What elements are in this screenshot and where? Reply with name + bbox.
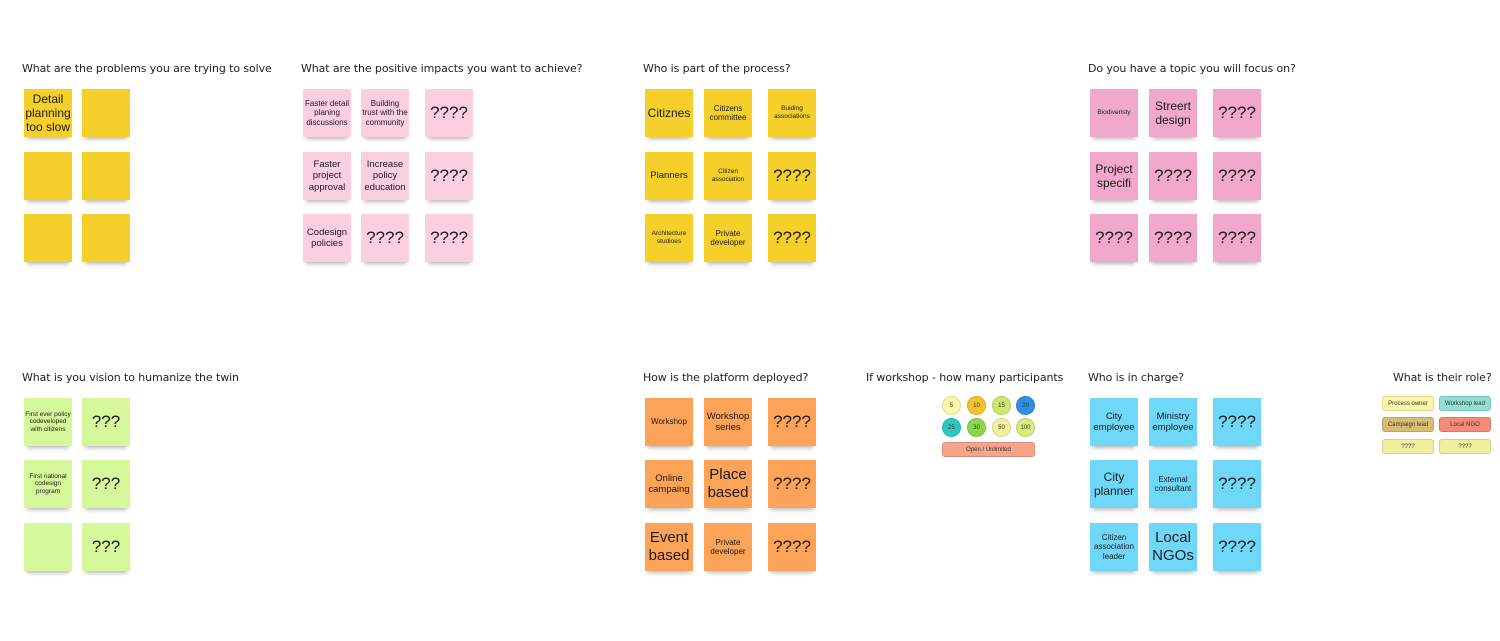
frame-title-topic: Do you have a topic you will focus on? <box>1088 62 1296 75</box>
participants-option[interactable]: 5 <box>942 396 961 415</box>
sticky-note[interactable]: ???? <box>768 214 816 262</box>
sticky-note[interactable]: ???? <box>1090 214 1138 262</box>
sticky-note[interactable]: ???? <box>1213 214 1261 262</box>
sticky-note[interactable]: Buiding associations <box>768 89 816 137</box>
sticky-note[interactable]: Faster project approval <box>303 152 351 200</box>
frame-title-deployed: How is the platform deployed? <box>643 371 809 384</box>
sticky-note[interactable]: Streert design <box>1149 89 1197 137</box>
role-tag[interactable]: Process owner <box>1382 396 1434 411</box>
participants-option[interactable]: 15 <box>992 396 1011 415</box>
role-tag[interactable]: ???? <box>1439 439 1491 454</box>
sticky-note[interactable]: ???? <box>425 89 473 137</box>
sticky-note[interactable]: Architecture studioes <box>645 214 693 262</box>
sticky-note[interactable]: Workshop series <box>704 398 752 446</box>
sticky-note[interactable]: First national codesign program <box>24 460 72 508</box>
frame-title-impacts: What are the positive impacts you want t… <box>301 62 583 75</box>
frame-title-role: What is their role? <box>1393 371 1492 384</box>
sticky-note[interactable]: Private developer <box>704 214 752 262</box>
sticky-note[interactable]: ???? <box>768 152 816 200</box>
role-tag[interactable]: Campaign lead <box>1382 417 1434 432</box>
sticky-note[interactable]: ???? <box>1213 523 1261 571</box>
sticky-note[interactable]: ???? <box>425 214 473 262</box>
sticky-note[interactable]: External consultant <box>1149 460 1197 508</box>
frame-title-vision: What is you vision to humanize the twin <box>22 371 239 384</box>
sticky-note[interactable]: ???? <box>1213 460 1261 508</box>
sticky-note[interactable]: Biodiveristy <box>1090 89 1138 137</box>
sticky-note[interactable]: ???? <box>1149 214 1197 262</box>
sticky-note[interactable]: Ministry employee <box>1149 398 1197 446</box>
sticky-note[interactable]: ???? <box>1213 152 1261 200</box>
frame-title-charge: Who is in charge? <box>1088 371 1184 384</box>
participants-option[interactable]: 25 <box>942 418 961 437</box>
sticky-note[interactable]: ???? <box>425 152 473 200</box>
sticky-note[interactable]: Private developer <box>704 523 752 571</box>
sticky-note[interactable]: ???? <box>1213 398 1261 446</box>
frame-title-problems: What are the problems you are trying to … <box>22 62 272 75</box>
sticky-note[interactable]: ???? <box>768 398 816 446</box>
role-tag[interactable]: ???? <box>1382 439 1434 454</box>
role-tag[interactable]: Workshop lead <box>1439 396 1491 411</box>
sticky-note[interactable] <box>24 214 72 262</box>
sticky-note[interactable]: Faster detail planing discussions <box>303 89 351 137</box>
participants-option[interactable]: 30 <box>967 418 986 437</box>
sticky-note[interactable]: ??? <box>82 460 130 508</box>
sticky-note[interactable] <box>82 152 130 200</box>
sticky-note[interactable]: Local NGOs <box>1149 523 1197 571</box>
sticky-note[interactable] <box>24 152 72 200</box>
role-tag[interactable]: Local NGO <box>1439 417 1491 432</box>
sticky-note[interactable]: Online campaing <box>645 460 693 508</box>
sticky-note[interactable]: Place based <box>704 460 752 508</box>
sticky-note[interactable]: ???? <box>1149 152 1197 200</box>
participants-open-option[interactable]: Open / Unlimited <box>942 442 1035 457</box>
sticky-note[interactable]: Detail planning too slow <box>24 89 72 137</box>
participants-option[interactable]: 50 <box>992 418 1011 437</box>
participants-option[interactable]: 10 <box>967 396 986 415</box>
sticky-note[interactable]: ??? <box>82 523 130 571</box>
frame-title-process: Who is part of the process? <box>643 62 791 75</box>
sticky-note[interactable]: Increase policy education <box>361 152 409 200</box>
sticky-note[interactable] <box>82 89 130 137</box>
sticky-note[interactable]: Citizens committee <box>704 89 752 137</box>
sticky-note[interactable]: ???? <box>361 214 409 262</box>
sticky-note[interactable]: Citiznes <box>645 89 693 137</box>
sticky-note[interactable]: Workshop <box>645 398 693 446</box>
sticky-note[interactable]: Event based <box>645 523 693 571</box>
sticky-note[interactable]: ???? <box>768 523 816 571</box>
participants-option[interactable]: 20 <box>1016 396 1035 415</box>
sticky-note[interactable]: ???? <box>768 460 816 508</box>
sticky-note[interactable]: ???? <box>1213 89 1261 137</box>
sticky-note[interactable]: Citizen association leader <box>1090 523 1138 571</box>
sticky-note[interactable]: Citizen association <box>704 152 752 200</box>
sticky-note[interactable] <box>82 214 130 262</box>
participants-option[interactable]: 100 <box>1016 418 1035 437</box>
sticky-note[interactable] <box>24 523 72 571</box>
sticky-note[interactable]: Planners <box>645 152 693 200</box>
sticky-note[interactable]: City employee <box>1090 398 1138 446</box>
sticky-note[interactable]: Codesign policies <box>303 214 351 262</box>
sticky-note[interactable]: City planner <box>1090 460 1138 508</box>
sticky-note[interactable]: Project specifi <box>1090 152 1138 200</box>
sticky-note[interactable]: First ever policy codeveloped with citiz… <box>24 398 72 446</box>
frame-title-participants: If workshop - how many participants <box>866 371 1064 384</box>
sticky-note[interactable]: ??? <box>82 398 130 446</box>
sticky-note[interactable]: Building trust with the community <box>361 89 409 137</box>
